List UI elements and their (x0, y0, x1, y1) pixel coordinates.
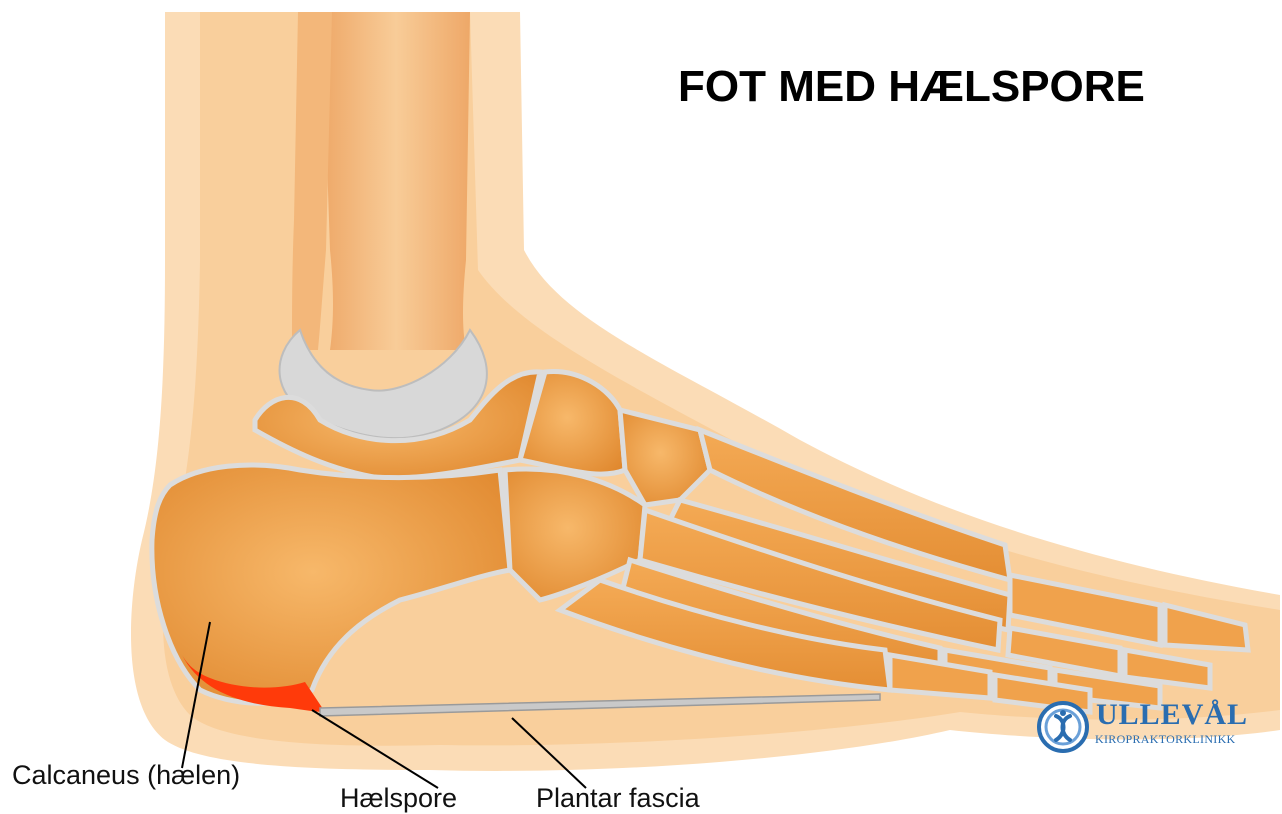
label-calcaneus: Calcaneus (hælen) (12, 760, 240, 791)
logo-subtitle: KIROPRAKTORKLINIKK (1095, 732, 1236, 747)
logo-name: ULLEVÅL (1096, 698, 1248, 732)
label-heel-spur: Hælspore (340, 783, 457, 814)
spine-figure-emblem-icon (1036, 700, 1090, 754)
diagram-title: FOT MED HÆLSPORE (678, 62, 1145, 112)
label-plantar-fascia: Plantar fascia (536, 783, 700, 814)
tibia-bone (322, 12, 470, 350)
clinic-logo: ULLEVÅL KIROPRAKTORKLINIKK (1036, 696, 1280, 756)
